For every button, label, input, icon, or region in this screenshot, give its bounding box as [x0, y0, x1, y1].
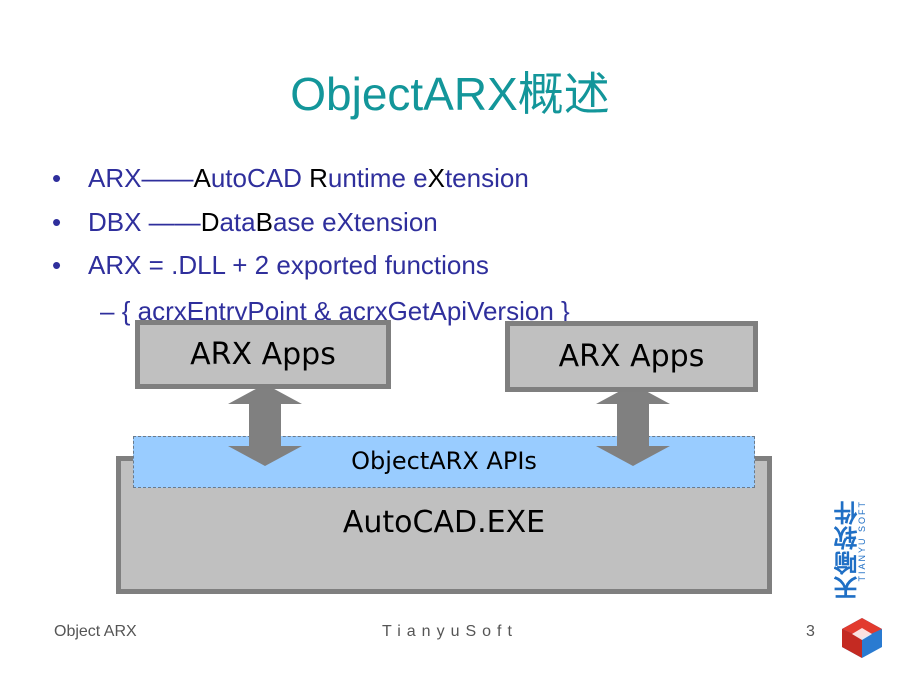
arx-apps-label: ARX Apps	[190, 337, 336, 372]
highlight-letter: R	[309, 163, 328, 193]
highlight-letter: A	[193, 163, 211, 193]
page-number: 3	[806, 623, 815, 640]
text-segment: ARX = .DLL + 2 exported functions	[88, 250, 489, 280]
logo-en: TIANYU SOFT	[857, 500, 867, 582]
bullet-dot: •	[52, 207, 62, 237]
footer-left: Object ARX	[54, 623, 137, 640]
highlight-letter: X	[427, 163, 445, 193]
text-segment: DBX ——	[88, 207, 201, 237]
slide-title: ObjectARX概述	[290, 68, 610, 120]
objectarx-api-layer	[133, 436, 755, 488]
text-segment: ARX——	[88, 163, 194, 193]
text-segment: untime e	[327, 163, 428, 193]
arx-apps-box-right: ARX Apps	[505, 321, 758, 392]
arx-apps-box-left: ARX Apps	[135, 320, 391, 389]
double-arrow-right	[596, 384, 670, 466]
bullet-text: ARX = .DLL + 2 exported functions	[88, 250, 489, 281]
company-logo-text: 天喻软件 TIANYU SOFT	[830, 500, 867, 610]
bullet-text: DBX ——DataBase eXtension	[88, 207, 438, 238]
highlight-letter: B	[255, 207, 273, 237]
sub-bullet-dash: –	[100, 296, 115, 326]
text-segment: ata	[219, 207, 256, 237]
highlight-letter: D	[200, 207, 220, 237]
arx-apps-label: ARX Apps	[558, 339, 705, 374]
text-segment: tension	[444, 163, 529, 193]
bullet-dot: •	[52, 250, 62, 280]
double-arrow-left	[228, 384, 302, 466]
objectarx-api-label: ObjectARX APIs	[351, 447, 537, 475]
bullet-dot: •	[52, 163, 62, 193]
text-segment: utoCAD	[210, 163, 310, 193]
text-segment: ase eXtension	[272, 207, 438, 237]
autocad-exe-label: AutoCAD.EXE	[342, 505, 546, 540]
footer-center: TianyuSoft	[382, 623, 518, 640]
company-logo-icon	[842, 618, 882, 658]
bullet-text: ARX——AutoCAD Runtime eXtension	[88, 163, 529, 194]
